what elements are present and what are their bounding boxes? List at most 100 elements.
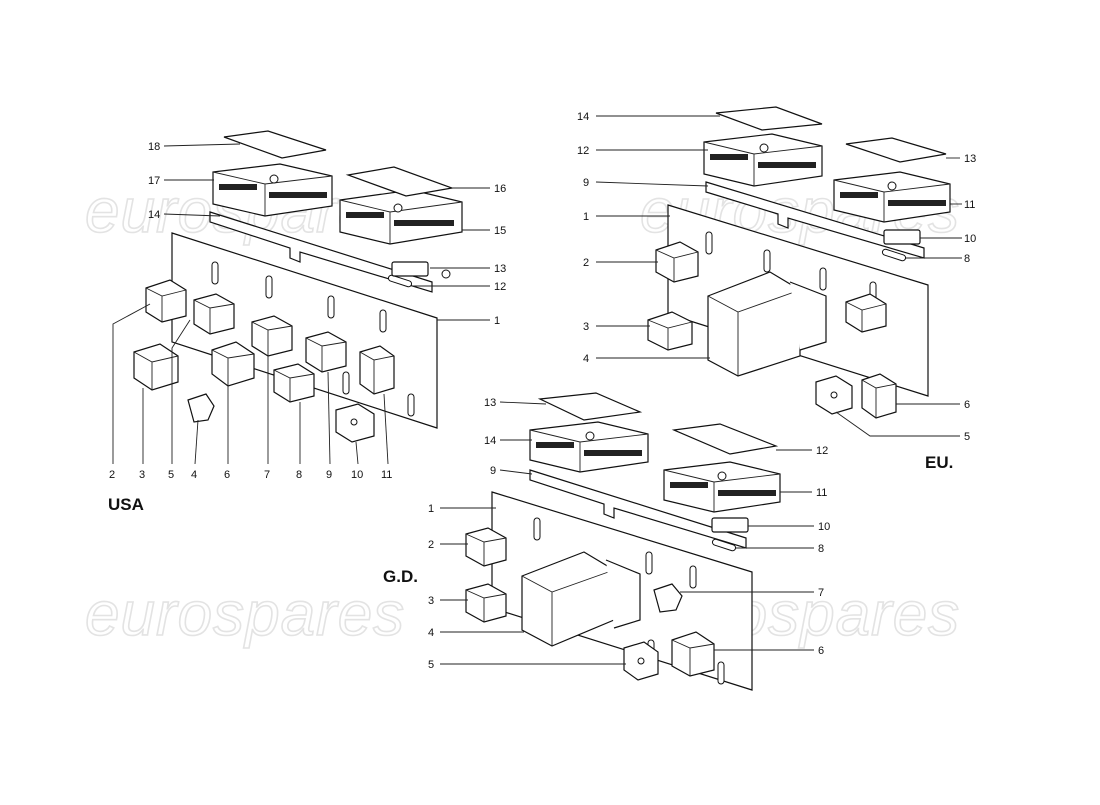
eu-bracket — [705, 181, 925, 259]
usa-callout-16: 16 — [494, 183, 506, 195]
eu-relay-unlabeled — [845, 293, 887, 333]
usa-callout-12: 12 — [494, 281, 506, 293]
eu-callout-3: 3 — [583, 321, 589, 333]
gd-cover-13 — [537, 392, 643, 421]
eu-callout-8: 8 — [964, 253, 970, 265]
eu-relay-3 — [647, 311, 693, 351]
gd-callout-14: 14 — [484, 435, 496, 447]
gd-leader-lines — [440, 401, 814, 665]
eu-callout-4: 4 — [583, 353, 589, 365]
usa-relay-2 — [145, 279, 187, 323]
usa-callout-6: 6 — [224, 469, 230, 481]
usa-cover-18 — [223, 130, 327, 159]
gd-callout-1: 1 — [428, 503, 434, 515]
usa-fuse-box-17 — [212, 163, 333, 217]
eu-cover-13 — [845, 137, 947, 163]
gd-assembly: 13 14 9 1 2 3 4 5 12 11 10 8 7 6 G.D. — [383, 392, 830, 691]
gd-relay-6 — [671, 631, 715, 677]
usa-callout-13: 13 — [494, 263, 506, 275]
eu-connector-10 — [883, 229, 921, 245]
usa-region-label: USA — [108, 495, 144, 514]
gd-callout-13: 13 — [484, 397, 496, 409]
gd-callout-5: 5 — [428, 659, 434, 671]
eu-plate-slots — [705, 231, 877, 305]
gd-callout-6: 6 — [818, 645, 824, 657]
usa-relay-7 — [251, 315, 293, 357]
usa-relay-11 — [359, 345, 395, 395]
watermark-bottom-left: eurospares — [85, 580, 405, 649]
gd-callout-4: 4 — [428, 627, 434, 639]
gd-callout-2: 2 — [428, 539, 434, 551]
usa-bracket — [209, 211, 433, 293]
usa-relay-9 — [305, 331, 347, 373]
gd-callout-8: 8 — [818, 543, 824, 555]
usa-callout-17: 17 — [148, 175, 160, 187]
eu-cover-14 — [715, 106, 823, 131]
usa-callout-1: 1 — [494, 315, 500, 327]
usa-clamp-4 — [187, 393, 215, 423]
gd-relay-3 — [465, 583, 507, 623]
usa-callout-11: 11 — [381, 469, 392, 481]
gd-region-label: G.D. — [383, 567, 418, 586]
eu-relay-2 — [655, 241, 699, 283]
eu-callout-14: 14 — [577, 111, 589, 123]
eu-callout-12: 12 — [577, 145, 589, 157]
usa-callouts: 18 17 14 16 15 13 12 1 2 3 5 4 6 7 8 9 1… — [109, 141, 506, 481]
eu-fuse-8 — [881, 248, 907, 262]
eu-callout-5: 5 — [964, 431, 970, 443]
eu-callout-6: 6 — [964, 399, 970, 411]
gd-callouts: 13 14 9 1 2 3 4 5 12 11 10 8 7 6 — [428, 397, 830, 671]
usa-callout-3: 3 — [139, 469, 145, 481]
eu-region-label: EU. — [925, 453, 953, 472]
usa-plate-slots — [211, 261, 415, 417]
usa-fuse-box-15 — [339, 189, 463, 245]
eu-fuse-box-11 — [833, 171, 951, 223]
gd-fuse-box-11 — [663, 461, 781, 513]
eu-callout-13: 13 — [964, 153, 976, 165]
eu-callout-11: 11 — [964, 199, 975, 211]
gd-fuse-8 — [711, 538, 737, 552]
usa-fuse-12 — [387, 274, 413, 288]
eu-callout-2: 2 — [583, 257, 589, 269]
eu-callout-1: 1 — [583, 211, 589, 223]
usa-relay-3 — [133, 343, 179, 391]
gd-callout-7: 7 — [818, 587, 824, 599]
gd-cover-12 — [671, 423, 779, 455]
eu-callouts: 14 12 9 1 2 3 4 13 11 10 8 6 5 — [577, 111, 976, 443]
usa-callout-5: 5 — [168, 469, 174, 481]
eu-socket-5 — [815, 375, 853, 415]
usa-callout-7: 7 — [264, 469, 270, 481]
usa-callout-10: 10 — [351, 469, 363, 481]
usa-callout-9: 9 — [326, 469, 332, 481]
eu-callout-10: 10 — [964, 233, 976, 245]
usa-callout-18: 18 — [148, 141, 160, 153]
gd-callout-11: 11 — [816, 487, 827, 499]
usa-assembly: 18 17 14 16 15 13 12 1 2 3 5 4 6 7 8 9 1… — [108, 130, 506, 514]
eu-relay-6 — [861, 373, 897, 419]
gd-transformer-4 — [521, 551, 641, 647]
eu-leader-lines — [595, 115, 962, 437]
usa-callout-8: 8 — [296, 469, 302, 481]
gd-callout-3: 3 — [428, 595, 434, 607]
usa-callout-4: 4 — [191, 469, 197, 481]
usa-callout-2: 2 — [109, 469, 115, 481]
gd-plate-slots — [533, 517, 725, 685]
usa-relay-6 — [211, 341, 255, 387]
eu-fuse-box-12 — [703, 133, 823, 187]
usa-callout-14: 14 — [148, 209, 160, 221]
gd-clamp-7 — [653, 583, 683, 613]
gd-connector-10 — [711, 517, 749, 533]
gd-callout-9: 9 — [490, 465, 496, 477]
usa-callout-15: 15 — [494, 225, 506, 237]
gd-callout-10: 10 — [818, 521, 830, 533]
gd-callout-12: 12 — [816, 445, 828, 457]
gd-relay-2 — [465, 527, 507, 567]
gd-fuse-box-14 — [529, 421, 649, 473]
eu-transformer-4 — [707, 271, 827, 377]
usa-connector-13 — [391, 261, 429, 277]
usa-relay-8 — [273, 363, 315, 403]
gd-bracket — [529, 469, 747, 549]
usa-leader-lines — [112, 143, 490, 465]
